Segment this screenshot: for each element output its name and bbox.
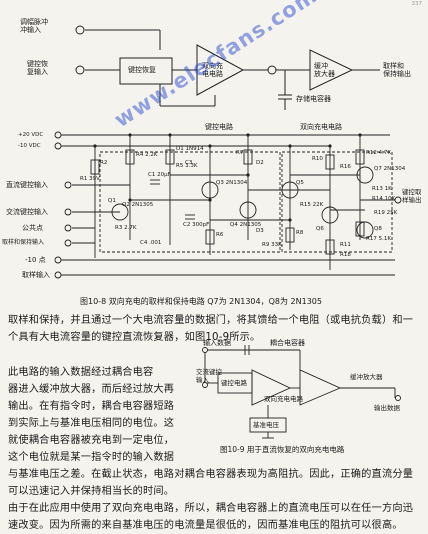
- component-label: R1 39V: [80, 176, 100, 182]
- fig109-input-data: 输入数据: [203, 339, 231, 347]
- plus20v-label: +20 VDC: [18, 132, 44, 138]
- component-label: Q7 2N1304: [374, 166, 406, 172]
- component-label: R18: [340, 252, 351, 258]
- component-label: R16: [340, 164, 351, 170]
- component-label: R8: [296, 230, 304, 236]
- sample-hold-input-label: 取样和保持输入: [2, 239, 45, 246]
- component-label: R12 4.7K: [366, 150, 391, 156]
- component-label: Q3 2N1304: [216, 180, 248, 186]
- paragraph-3: 由于在此应用中使用了双向充电电路，所以，耦合电容器上的直流电压可以在任一方向迅速…: [8, 503, 414, 531]
- component-label: Q5: [296, 180, 304, 186]
- figure-10-9-caption: 图10-9 用于直流恢复的双向充电电路: [220, 445, 345, 454]
- component-label: Q6: [316, 226, 324, 232]
- paragraph-2-line: 这个电位就是某一指令时的输入数据: [8, 452, 175, 463]
- paragraph-1: 取样和保持，并且通过一个大电流容量的数据门，将其馈给一个电阻（或电抗负载）和一个…: [8, 315, 414, 343]
- component-label: Q2 2N1305: [122, 202, 154, 208]
- component-label: R15 22K: [300, 202, 324, 208]
- component-label: R10: [312, 156, 323, 162]
- common-gnd-label: 公共点: [22, 224, 43, 232]
- dc-restore-input-label: 直流键控输入: [6, 181, 48, 189]
- sample-input-label: 取样输入: [22, 271, 50, 279]
- component-label: C2 300pF: [183, 222, 210, 228]
- fig109-buffer-amp: 缓冲放大器: [350, 373, 383, 381]
- fig109-ref-voltage: 基准电压: [253, 421, 279, 429]
- fig109-keyed-circuit: 键控电路: [221, 379, 247, 387]
- component-label: R13 1K: [372, 186, 392, 192]
- bidirectional-circuit-label: 双向充电电路: [202, 62, 223, 78]
- component-label: R5 3.3K: [176, 163, 198, 169]
- buffer-amp-label: 缓冲放大器: [314, 62, 335, 78]
- keyed-restorer-box-label: 键控恢复: [128, 66, 156, 74]
- keyed-input-label: 键控恢复输入: [27, 60, 48, 76]
- component-label: C3: [185, 160, 193, 166]
- component-label: C4 .001: [140, 240, 162, 246]
- fig109-bidir-circuit: 双向充电电路: [264, 395, 303, 403]
- component-label: Q8: [374, 226, 382, 232]
- fig109-ac-key-input: 交流键控输入: [196, 368, 222, 384]
- fig109-coupling-cap: 耦合电容器: [270, 339, 305, 347]
- schematic-wires: [54, 131, 402, 279]
- component-label: R7: [236, 150, 244, 156]
- component-label: R9 33K: [262, 242, 282, 248]
- component-label: R11: [340, 242, 351, 248]
- component-label: R14 10K: [372, 196, 396, 202]
- ac-restore-input-label: 交流键控输入: [6, 208, 48, 216]
- component-label: Q4 2N1305: [230, 222, 262, 228]
- page-number: 337: [411, 1, 423, 7]
- component-label: R2: [100, 160, 108, 166]
- sh-output-label: 键控取样输出: [402, 188, 422, 204]
- component-label: R19 25K: [374, 210, 398, 216]
- component-label: R17 5.1K: [366, 236, 391, 242]
- paragraph-2-line: 到实际上与基准电压相同的电位。这: [8, 418, 175, 429]
- fig109-output-data: 输出数据: [374, 404, 400, 412]
- component-label: C1 20μF: [148, 172, 171, 178]
- input-pulse-label: 调幅脉冲冲输入: [20, 18, 48, 34]
- paragraph-2-line: 器进入缓冲放大器，而后经过放大再: [8, 384, 175, 395]
- minus10v-point-label: -10 点: [25, 256, 46, 264]
- top-diagram-wires: [75, 25, 380, 110]
- storage-cap-label: 存储电容器: [296, 95, 331, 103]
- paragraph-2-line: 输出。在有指令时，耦合电容器短路: [8, 401, 175, 412]
- output-label: 取样和保持输出: [383, 62, 411, 78]
- component-label: R6: [216, 232, 224, 238]
- paragraph-2-line: 此电路的输入数据经过耦合电容: [8, 367, 154, 378]
- figure-10-8-caption: 图10-8 双向充电的取样和保持电路 Q7为 2N1304，Q8为 2N1305: [80, 297, 322, 306]
- paragraph-2-block: 此电路的输入数据经过耦合电容 器进入缓冲放大器，而后经过放大再 输出。在有指令时…: [8, 364, 183, 466]
- component-label: R3 2.7K: [115, 225, 137, 231]
- paragraph-2-tail: 与基准电压之差。在截止状态，电路对耦合电容器表现为高阻抗。因此，正确的直流分量可…: [8, 469, 414, 497]
- keyed-circuit-title: 键控电路: [205, 123, 233, 131]
- minus10v-label: -10 VDC: [18, 143, 41, 149]
- component-label: D3: [256, 228, 264, 234]
- component-label: D2: [256, 160, 264, 166]
- component-label: D1 1N914: [176, 146, 204, 152]
- bidir-circuit-title: 双向充电电路: [300, 123, 342, 131]
- component-label: Q1: [108, 198, 116, 204]
- component-label: R4 2.2K: [136, 152, 158, 158]
- paragraph-2-line: 就使耦合电容器被充电到一定电位，: [8, 435, 175, 446]
